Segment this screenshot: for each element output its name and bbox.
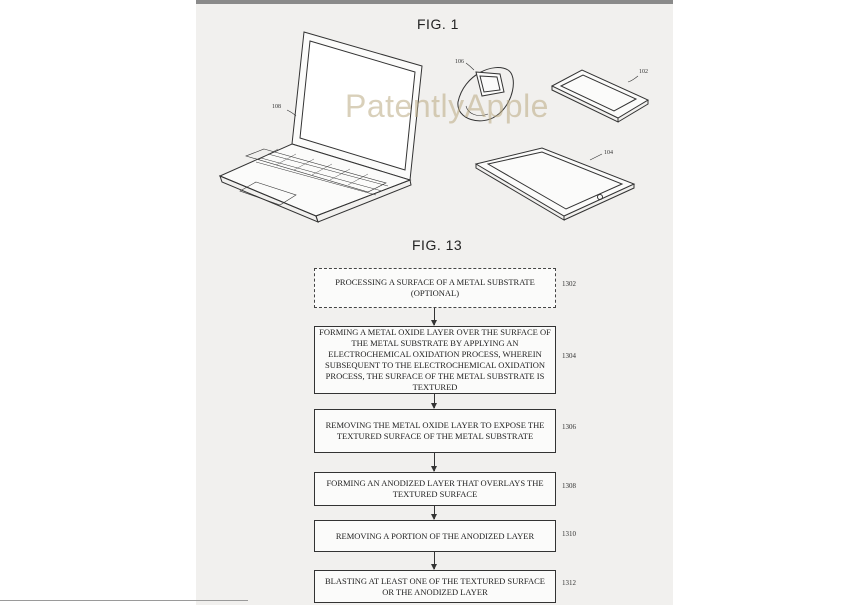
step-1302-text: PROCESSING A SURFACE OF A METAL SUBSTRAT… [335, 277, 535, 298]
step-1310-box: REMOVING A PORTION OF THE ANODIZED LAYER [314, 520, 556, 552]
step-1306-num: 1306 [562, 423, 576, 431]
arrow-2 [431, 394, 437, 409]
laptop-drawing [218, 31, 423, 223]
patent-sheet: FIG. 1 108 106 102 104 FIG. 13 PROCESSIN… [196, 4, 673, 605]
step-1308-box: FORMING AN ANODIZED LAYER THAT OVERLAYS … [314, 472, 556, 506]
step-1304-text: FORMING A METAL OXIDE LAYER OVER THE SUR… [319, 327, 551, 392]
arrow-5 [431, 552, 437, 570]
step-1304-box: FORMING A METAL OXIDE LAYER OVER THE SUR… [314, 326, 556, 394]
tablet-drawing [474, 147, 636, 221]
step-1310-text: REMOVING A PORTION OF THE ANODIZED LAYER [335, 530, 535, 541]
ref-laptop: 108 [272, 104, 281, 110]
step-1306-box: REMOVING THE METAL OXIDE LAYER TO EXPOSE… [314, 409, 556, 453]
ref-watch: 106 [455, 59, 464, 65]
arrow-1 [431, 308, 437, 326]
step-1312-num: 1312 [562, 579, 576, 587]
fig1-illustration [218, 31, 650, 223]
step-1312-box: BLASTING AT LEAST ONE OF THE TEXTURED SU… [314, 570, 556, 603]
step-1302-box: PROCESSING A SURFACE OF A METAL SUBSTRAT… [314, 268, 556, 308]
phone-drawing [550, 69, 650, 123]
top-rule [196, 0, 673, 4]
watch-drawing [457, 67, 514, 122]
step-1312-text: BLASTING AT LEAST ONE OF THE TEXTURED SU… [325, 575, 545, 597]
arrow-4 [431, 506, 437, 520]
step-1304-num: 1304 [562, 352, 576, 360]
bottom-divider [0, 600, 248, 601]
ref-tablet: 104 [604, 150, 613, 156]
step-1308-num: 1308 [562, 482, 576, 490]
step-1308-text: FORMING AN ANODIZED LAYER THAT OVERLAYS … [326, 478, 544, 499]
ref-phone: 102 [639, 69, 648, 75]
step-1302-num: 1302 [562, 280, 576, 288]
fig1-title: FIG. 1 [417, 16, 459, 32]
fig13-title: FIG. 13 [412, 237, 463, 253]
step-1310-num: 1310 [562, 530, 576, 538]
arrow-3 [431, 453, 437, 472]
step-1306-text: REMOVING THE METAL OXIDE LAYER TO EXPOSE… [325, 420, 545, 441]
